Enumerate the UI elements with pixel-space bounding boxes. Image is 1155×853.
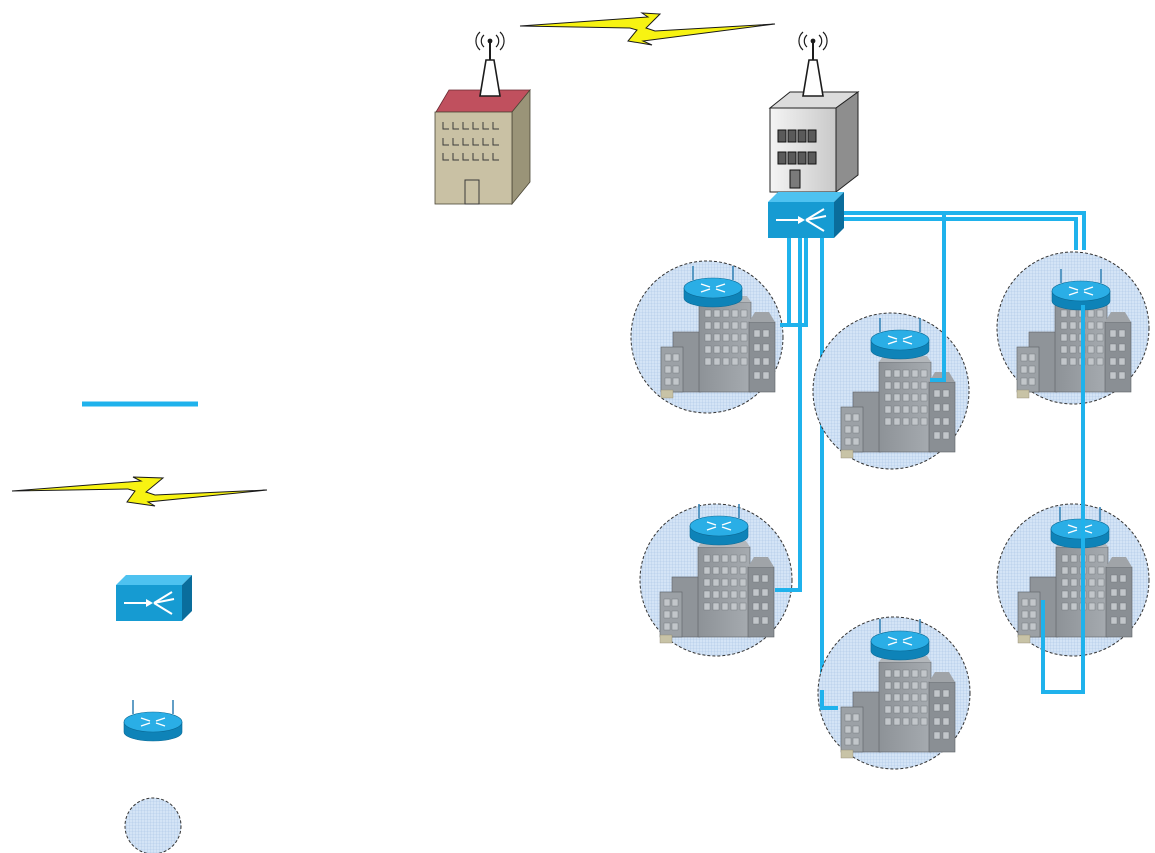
fiber-cable xyxy=(780,238,791,327)
fiber-cable xyxy=(780,300,808,327)
fiber-cable xyxy=(842,211,1086,250)
fiber-cable xyxy=(1041,305,1085,694)
campus-site-icon xyxy=(812,312,970,470)
fiber-cable xyxy=(820,238,838,710)
campus-site-icon xyxy=(817,616,971,770)
campus-site-icon xyxy=(996,251,1150,405)
fiber-cable xyxy=(820,690,838,710)
campus-site-icon xyxy=(639,503,793,657)
switch-icon xyxy=(767,191,845,239)
fiber-cable xyxy=(775,560,802,592)
legend xyxy=(11,401,268,853)
fiber-cable-overlays xyxy=(775,300,1085,710)
wireless-router-icon xyxy=(123,699,183,742)
campus-site-icon xyxy=(996,503,1150,657)
campus-site-icon xyxy=(630,260,784,414)
fiber-cable xyxy=(930,300,946,382)
coverage-zone-icon xyxy=(124,797,182,853)
fiber-cable xyxy=(780,238,808,327)
rooftop-brick-building xyxy=(434,88,531,206)
microwave-link xyxy=(519,12,776,46)
fiber-cable xyxy=(842,217,1078,250)
office-building xyxy=(768,91,860,194)
switch-icon xyxy=(115,574,193,622)
radio-tower-icon xyxy=(474,31,506,97)
microwave-link-icon xyxy=(11,476,268,507)
radio-tower-icon xyxy=(797,31,829,97)
